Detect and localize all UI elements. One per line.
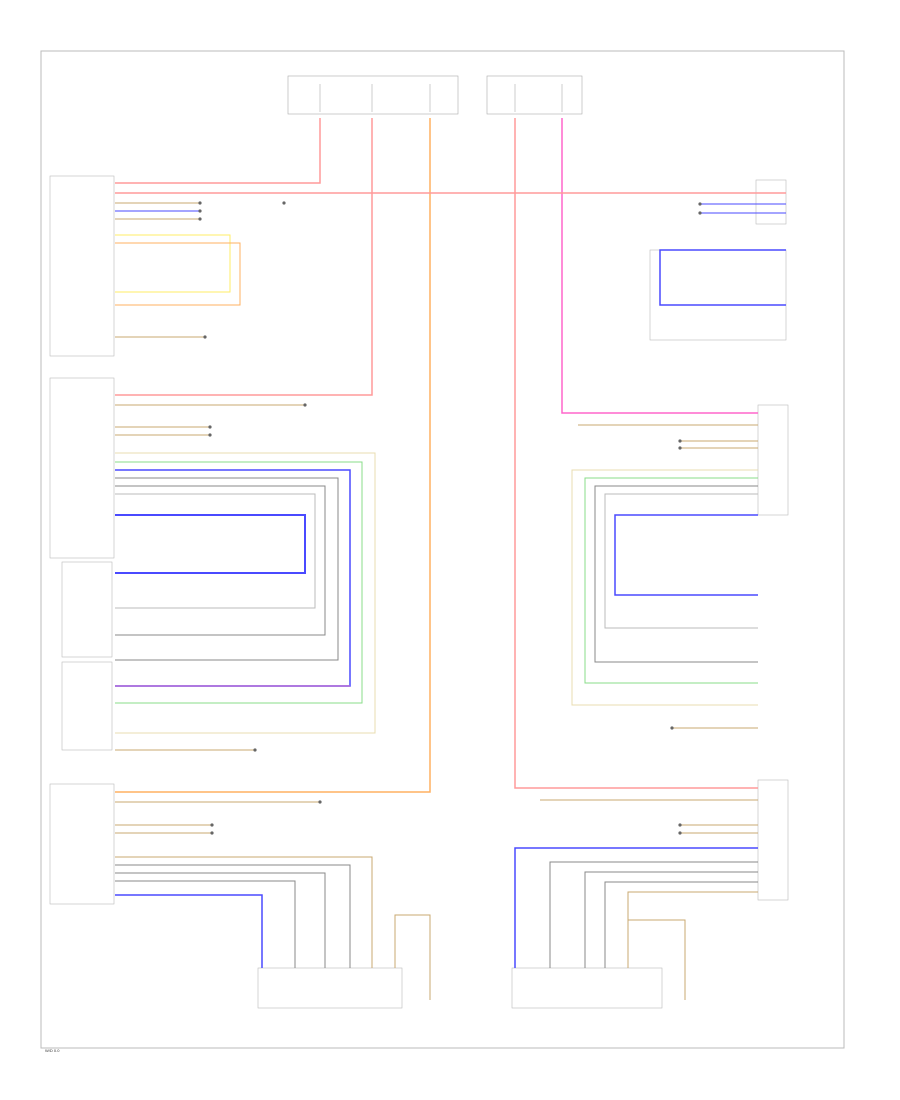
top-fuse-group-right <box>486 75 583 115</box>
module-box-right-1 <box>755 179 787 225</box>
module-box-right-3 <box>757 404 789 516</box>
main-feeds <box>115 118 786 793</box>
wire-red-top-left <box>115 118 321 184</box>
module-box-right-4 <box>757 779 789 901</box>
module-box-4 <box>61 661 113 751</box>
wire-red-right <box>514 118 758 789</box>
fuse-box-right <box>486 75 583 115</box>
bottom-box-right <box>511 967 663 1009</box>
module-box-5 <box>49 783 115 905</box>
module-box-1 <box>49 175 115 357</box>
splice-dots <box>198 201 702 835</box>
fuse-box-left <box>287 75 459 115</box>
section-2-right-wires <box>571 424 758 729</box>
top-fuse-group-left <box>287 75 459 115</box>
footer-code: W/D 0.0 <box>45 1048 60 1053</box>
module-box-3 <box>61 561 113 658</box>
module-box-2 <box>49 377 115 559</box>
section-3-right-wires <box>514 799 758 1000</box>
section-3-wires <box>115 801 431 1000</box>
wire-pink-right <box>561 118 758 414</box>
section-2-wires <box>115 404 376 751</box>
wire-orange-main <box>115 118 431 793</box>
section-1-right-wires <box>659 203 786 306</box>
wire-red-mid-left <box>115 118 373 396</box>
diagram-border <box>40 50 845 1049</box>
section-1-wires <box>115 202 241 338</box>
module-box-right-2 <box>649 249 787 341</box>
bottom-box-left <box>257 967 403 1009</box>
